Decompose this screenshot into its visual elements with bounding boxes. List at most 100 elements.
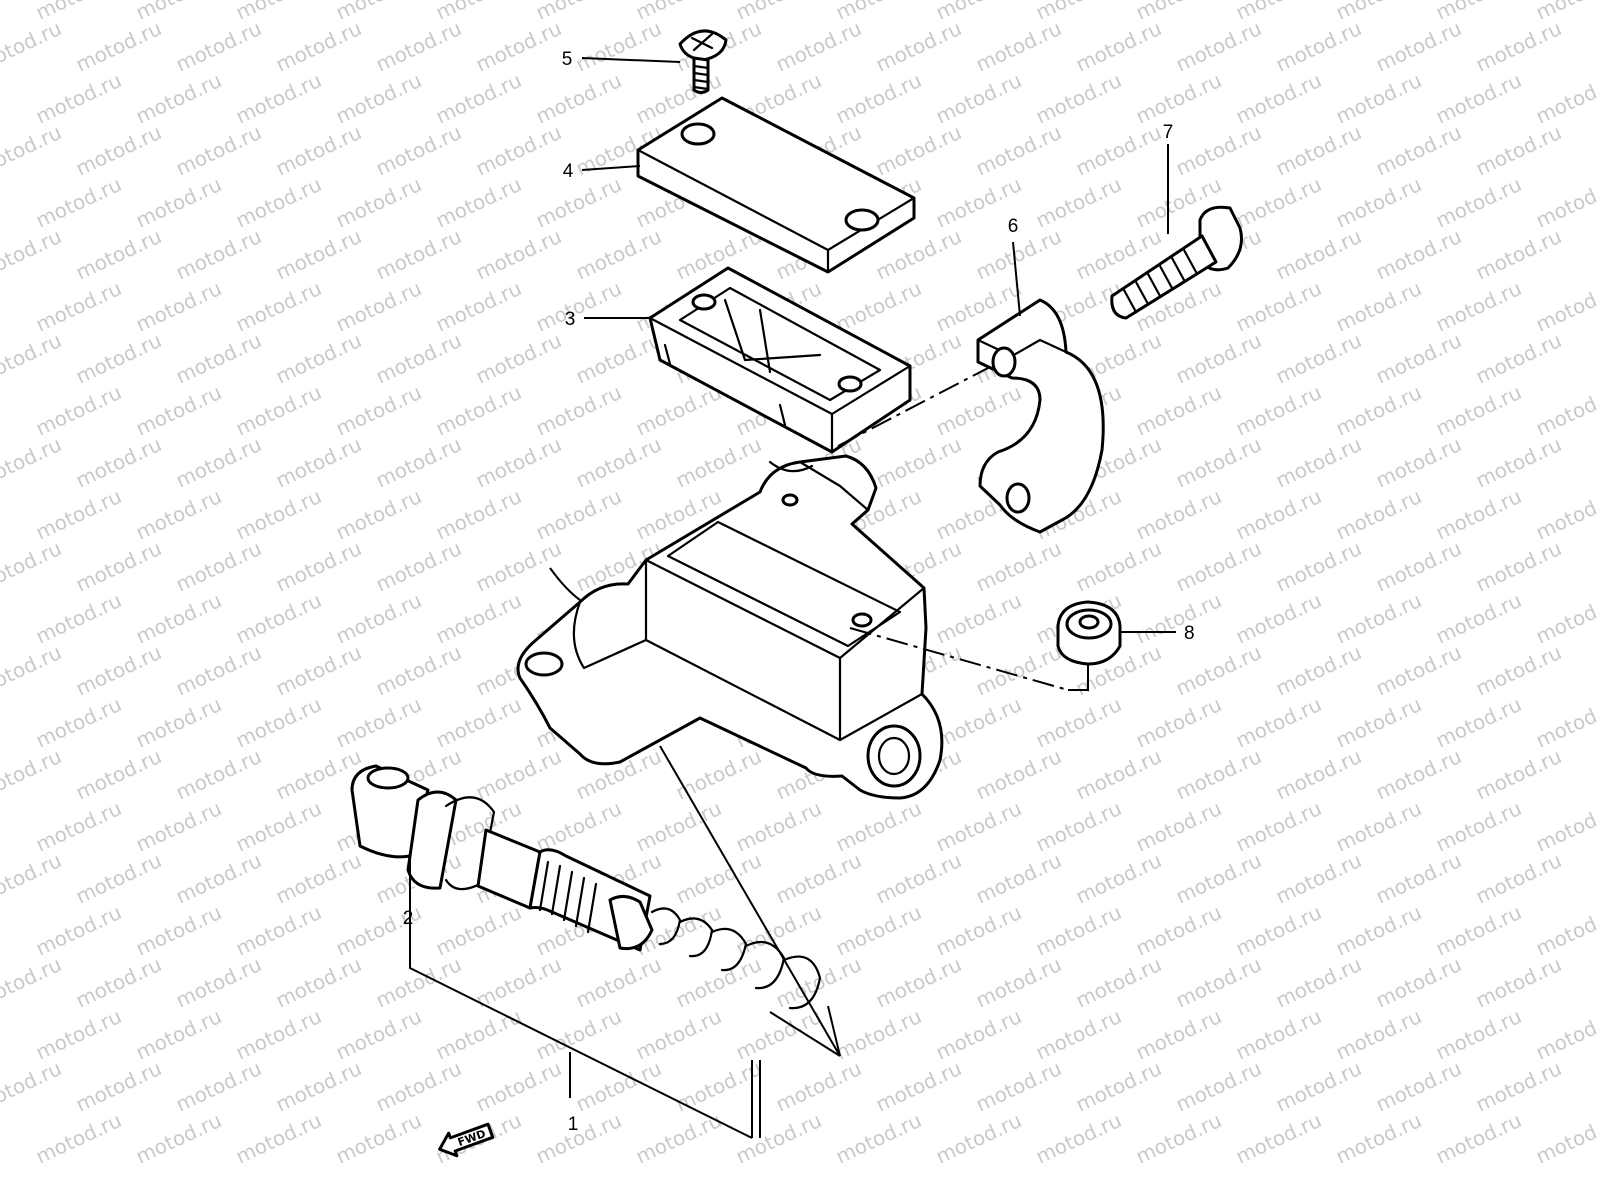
watermark-text: motod.ru <box>172 640 265 701</box>
watermark-text: motod.ru <box>1472 640 1565 701</box>
watermark-text: motod.ru <box>0 432 65 493</box>
watermark-text: motod.ru <box>472 536 565 597</box>
watermark-text: motod.ru <box>1032 692 1125 753</box>
watermark-text: motod.ru <box>1132 68 1225 129</box>
watermark-text: motod.ru <box>1172 848 1265 909</box>
watermark-text: motod.ru <box>1172 120 1265 181</box>
watermark-text: motod.ru <box>332 588 425 649</box>
watermark-text: motod.ru <box>1432 796 1525 857</box>
watermark-text: motod.ru <box>1272 1056 1365 1117</box>
watermark-text: motod.ru <box>132 1004 225 1065</box>
watermark-text: motod.ru <box>1272 16 1365 77</box>
watermark-text: motod.ru <box>1532 276 1600 337</box>
watermark-text: motod.ru <box>1072 120 1165 181</box>
watermark-text: motod.ru <box>1432 68 1525 129</box>
watermark-text: motod.ru <box>32 68 125 129</box>
watermark-text: motod.ru <box>672 952 765 1013</box>
watermark-text: motod.ru <box>1232 276 1325 337</box>
watermark-text: motod.ru <box>1532 484 1600 545</box>
watermark-text: motod.ru <box>372 16 465 77</box>
watermark-text: motod.ru <box>0 328 65 389</box>
watermark-text: motod.ru <box>572 1056 665 1117</box>
watermark-text: motod.ru <box>572 16 665 77</box>
watermark-text: motod.ru <box>432 380 525 441</box>
watermark-text: motod.ru <box>1272 952 1365 1013</box>
watermark-text: motod.ru <box>432 68 525 129</box>
watermark-text: motod.ru <box>532 1108 625 1169</box>
watermark-text: motod.ru <box>472 328 565 389</box>
watermark-text: motod.ru <box>332 1108 425 1169</box>
watermark-text: motod.ru <box>1372 536 1465 597</box>
watermark-text: motod.ru <box>172 1056 265 1117</box>
watermark-text: motod.ru <box>132 68 225 129</box>
watermark-text: motod.ru <box>232 1004 325 1065</box>
callout-labels: 1 2 3 4 5 6 7 8 <box>403 49 1195 1135</box>
watermark-text: motod.ru <box>572 328 665 389</box>
watermark-text: motod.ru <box>772 848 865 909</box>
watermark-text: motod.ru <box>172 848 265 909</box>
watermark-text: motod.ru <box>1032 1108 1125 1169</box>
watermark-text: motod.ru <box>0 224 65 285</box>
part-5-screw <box>678 29 728 94</box>
watermark-text: motod.ru <box>572 952 665 1013</box>
watermark-text: motod.ru <box>1372 224 1465 285</box>
watermark-text: motod.ru <box>332 484 425 545</box>
watermark-text: motod.ru <box>1332 588 1425 649</box>
watermark-text: motod.ru <box>232 276 325 337</box>
watermark-text: motod.ru <box>372 952 465 1013</box>
watermark-text: motod.ru <box>132 484 225 545</box>
watermark-text: motod.ru <box>1132 588 1225 649</box>
watermark-text: motod.ru <box>1372 640 1465 701</box>
watermark-text: motod.ru <box>32 588 125 649</box>
watermark-text: motod.ru <box>0 744 65 805</box>
watermark-text: motod.ru <box>572 432 665 493</box>
watermark-text: motod.ru <box>332 68 425 129</box>
watermark-text: motod.ru <box>1472 848 1565 909</box>
arrow-left-icon <box>438 1122 495 1158</box>
watermark-text: motod.ru <box>172 328 265 389</box>
watermark-text: motod.ru <box>1432 1108 1525 1169</box>
watermark-text: motod.ru <box>332 380 425 441</box>
watermark-text: motod.ru <box>1432 588 1525 649</box>
watermark-text: motod.ru <box>1472 432 1565 493</box>
part-3-diaphragm <box>648 266 912 454</box>
watermark-text: motod.ru <box>772 1056 865 1117</box>
watermark-text: motod.ru <box>532 68 625 129</box>
watermark-text: motod.ru <box>1432 172 1525 233</box>
watermark-text: motod.ru <box>872 848 965 909</box>
watermark-text: motod.ru <box>72 224 165 285</box>
watermark-text: motod.ru <box>172 16 265 77</box>
watermark-text: motod.ru <box>432 588 525 649</box>
watermark-text: motod.ru <box>1032 1004 1125 1065</box>
watermark-text: motod.ru <box>132 900 225 961</box>
watermark-text: motod.ru <box>1072 16 1165 77</box>
watermark-text: motod.ru <box>1532 172 1600 233</box>
watermark-text: motod.ru <box>1172 328 1265 389</box>
watermark-text: motod.ru <box>672 744 765 805</box>
watermark-text: motod.ru <box>872 952 965 1013</box>
watermark-text: motod.ru <box>272 432 365 493</box>
watermark-text: motod.ru <box>932 900 1025 961</box>
watermark-text: motod.ru <box>172 952 265 1013</box>
watermark-text: motod.ru <box>232 796 325 857</box>
watermark-text: motod.ru <box>1332 68 1425 129</box>
watermark-text: motod.ru <box>0 952 65 1013</box>
watermark-text: motod.ru <box>232 1108 325 1169</box>
watermark-text: motod.ru <box>1372 120 1465 181</box>
part-7-bolt <box>1110 205 1243 320</box>
watermark-text: motod.ru <box>532 172 625 233</box>
watermark-text: motod.ru <box>972 848 1065 909</box>
watermark-text: motod.ru <box>832 276 925 337</box>
leader-lines <box>409 367 1089 1139</box>
watermark-text: motod.ru <box>232 380 325 441</box>
watermark-text: motod.ru <box>672 432 765 493</box>
watermark-text: motod.ru <box>1372 848 1465 909</box>
watermark-text: motod.ru <box>32 1004 125 1065</box>
watermark-text: motod.ru <box>1132 484 1225 545</box>
watermark-text: motod.ru <box>72 640 165 701</box>
master-cylinder-body <box>516 454 944 800</box>
watermark-text: motod.ru <box>332 172 425 233</box>
watermark-text: motod.ru <box>572 224 665 285</box>
watermark-text: motod.ru <box>472 16 565 77</box>
